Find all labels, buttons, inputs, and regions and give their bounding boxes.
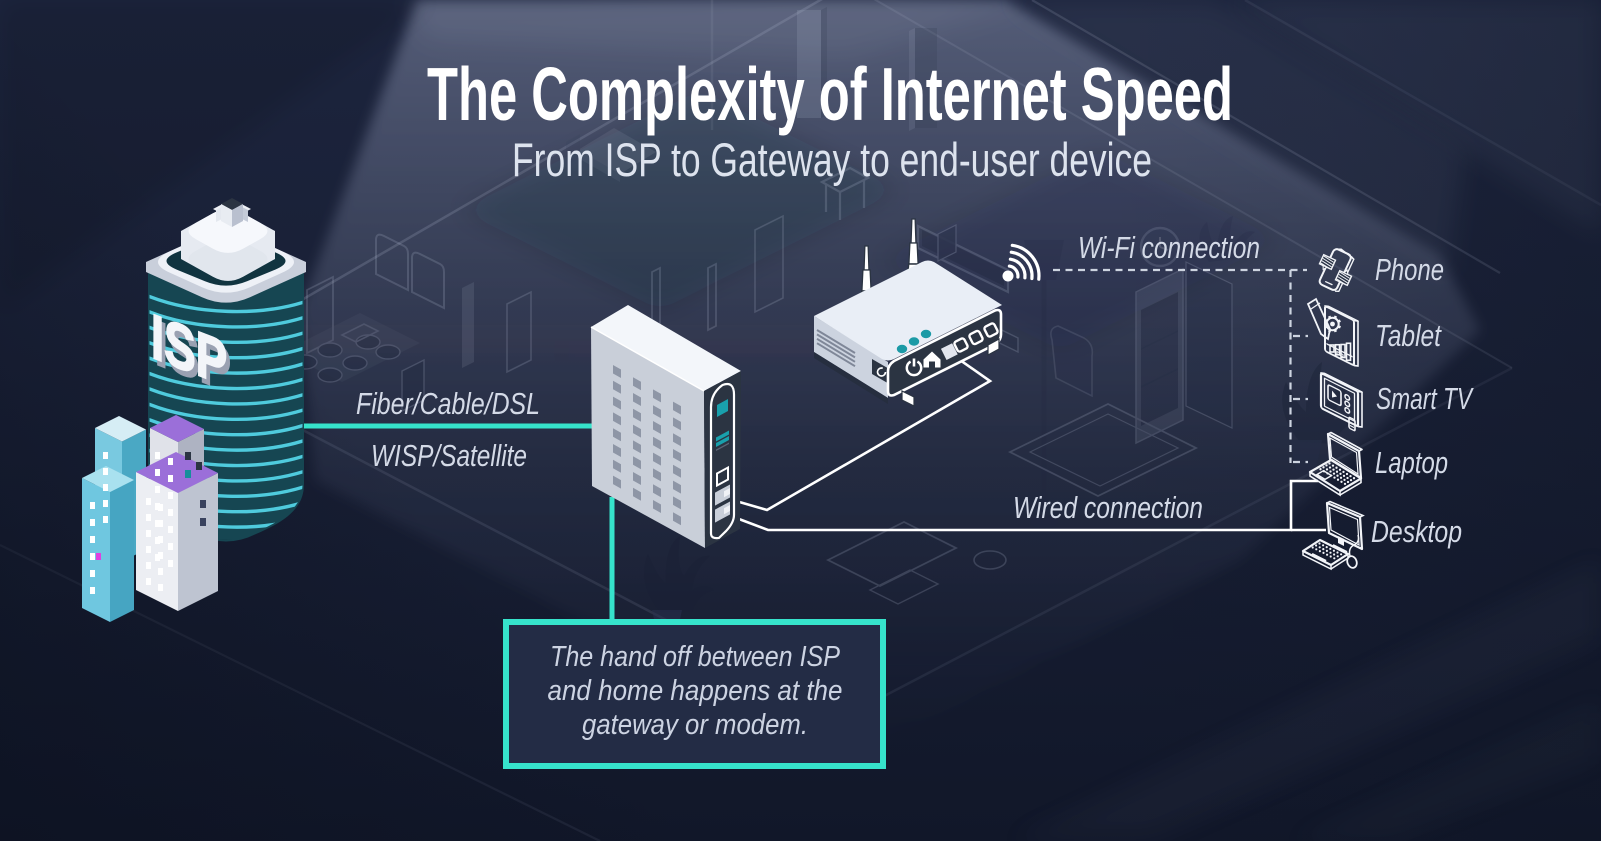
svg-text:Desktop: Desktop [1371, 514, 1462, 549]
svg-text:WISP/Satellite: WISP/Satellite [371, 438, 527, 473]
svg-text:From ISP to Gateway to end-use: From ISP to Gateway to end-user device [512, 133, 1152, 186]
svg-text:Wi-Fi connection: Wi-Fi connection [1078, 230, 1260, 265]
svg-text:gateway or modem.: gateway or modem. [582, 709, 808, 741]
svg-text:Laptop: Laptop [1375, 445, 1448, 480]
svg-text:Smart TV: Smart TV [1376, 381, 1474, 416]
svg-text:The hand off between ISP: The hand off between ISP [550, 641, 840, 673]
svg-text:and home happens at the: and home happens at the [548, 675, 843, 707]
svg-text:Fiber/Cable/DSL: Fiber/Cable/DSL [356, 386, 540, 421]
svg-text:Phone: Phone [1375, 252, 1444, 287]
svg-text:Tablet: Tablet [1375, 318, 1442, 353]
svg-text:Wired connection: Wired connection [1013, 490, 1203, 525]
svg-text:The Complexity of Internet Spe: The Complexity of Internet Speed [427, 52, 1233, 136]
